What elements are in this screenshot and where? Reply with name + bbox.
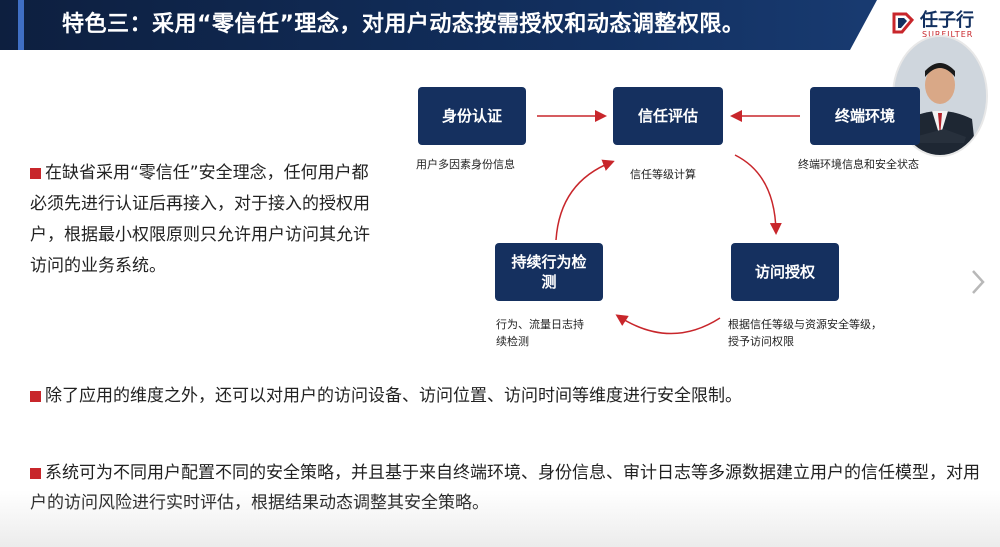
- node-behavior-label: 持续行为检测: [511, 253, 587, 291]
- logo-text: 任子行: [920, 10, 974, 31]
- bullet-paragraph-zero-trust: 在缺省采用“零信任”安全理念，任何用户都必须先进行认证后再接入，对于接入的授权用…: [30, 158, 380, 282]
- node-trust: 信任评估: [613, 87, 723, 145]
- paragraph-3-text: 系统可为不同用户配置不同的安全策略，并且基于来自终端环境、身份信息、审计日志等多…: [30, 463, 980, 513]
- header-accent-bar: [18, 0, 24, 50]
- paragraph-2-text: 除了应用的维度之外，还可以对用户的访问设备、访问位置、访问时间等维度进行安全限制…: [45, 386, 742, 406]
- bottom-shade: [0, 490, 1000, 547]
- paragraph-1-text: 在缺省采用“零信任”安全理念，任何用户都必须先进行认证后再接入，对于接入的授权用…: [30, 163, 370, 276]
- node-trust-caption: 信任等级计算: [630, 168, 696, 181]
- node-terminal-caption: 终端环境信息和安全状态: [798, 158, 919, 171]
- node-identity: 身份认证: [418, 87, 526, 145]
- logo-subtext: SURFILTER: [922, 30, 974, 39]
- logo-mark-icon: [892, 12, 915, 34]
- bullet-square-icon: [30, 390, 41, 402]
- arrow-trust-to-access: [734, 154, 782, 235]
- node-identity-caption: 用户多因素身份信息: [416, 158, 515, 171]
- bullet-square-icon: [30, 467, 41, 479]
- slide-header: 特色三：采用“零信任”理念，对用户动态按需授权和动态调整权限。 任子行 SURF…: [0, 0, 1000, 50]
- node-trust-label: 信任评估: [637, 107, 698, 125]
- node-access-caption: 根据信任等级与资源安全等级，授予访问权限: [728, 318, 882, 348]
- next-slide-chevron-icon[interactable]: [968, 268, 988, 296]
- node-terminal: 终端环境: [810, 87, 920, 145]
- bullet-paragraph-dimensions: 除了应用的维度之外，还可以对用户的访问设备、访问位置、访问时间等维度进行安全限制…: [30, 382, 970, 410]
- node-terminal-label: 终端环境: [834, 107, 895, 125]
- bullet-paragraph-policy: 系统可为不同用户配置不同的安全策略，并且基于来自终端环境、身份信息、审计日志等多…: [30, 458, 980, 518]
- node-behavior: 持续行为检测: [495, 243, 603, 301]
- arrow-behavior-to-trust: [555, 159, 615, 241]
- arrow-access-to-behavior: [615, 314, 721, 335]
- bullet-square-icon: [30, 167, 41, 179]
- node-access-label: 访问授权: [754, 263, 815, 281]
- node-access: 访问授权: [731, 243, 839, 301]
- node-identity-label: 身份认证: [441, 107, 502, 125]
- slide-title: 特色三：采用“零信任”理念，对用户动态按需授权和动态调整权限。: [62, 12, 745, 37]
- node-behavior-caption: 行为、流量日志持续检测: [496, 318, 584, 348]
